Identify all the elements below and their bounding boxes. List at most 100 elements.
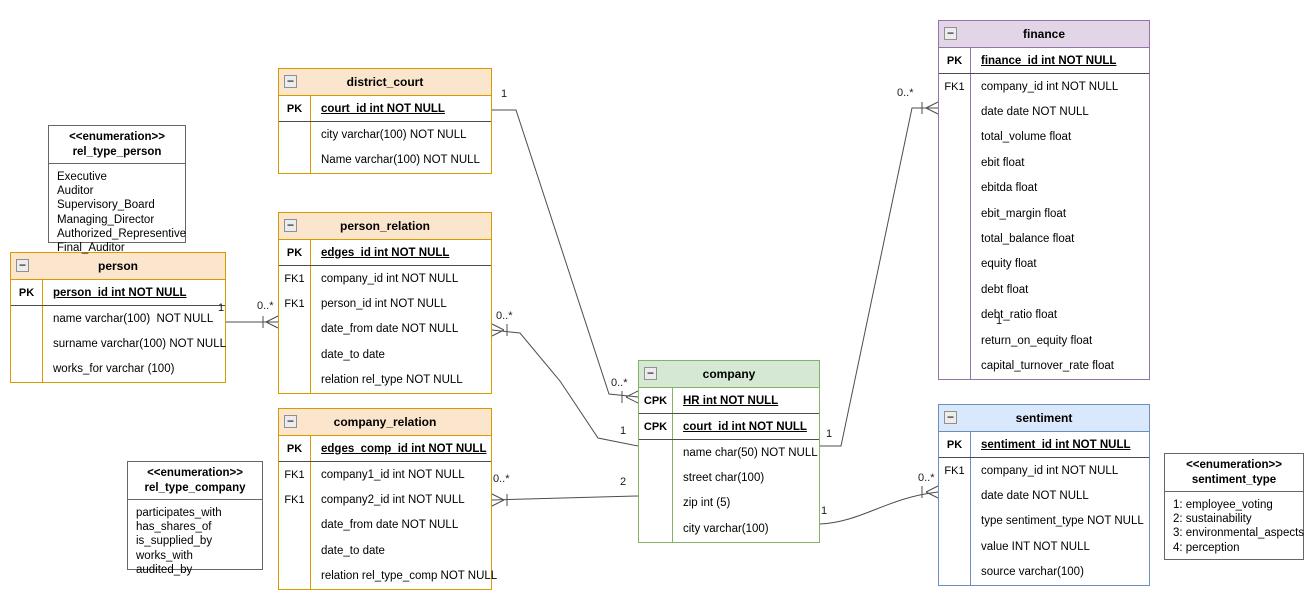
collapse-icon[interactable]: − — [644, 367, 657, 380]
enum-item: 4: perception — [1173, 541, 1240, 554]
key-badge-empty — [939, 124, 971, 151]
field-text: HR int NOT NULL — [683, 394, 779, 407]
field-row-Name: Name varchar(100) NOT NULL — [279, 147, 491, 173]
enum-title-rel_type_person: rel_type_person — [72, 146, 162, 158]
key-badge-empty — [279, 512, 311, 539]
field-text: source varchar(100) — [981, 566, 1084, 579]
key-badge-empty — [939, 226, 971, 252]
key-badge-empty — [939, 277, 971, 303]
field-row-source: source varchar(100) — [939, 559, 1149, 585]
field-row-return_on_equity: return_on_equity float — [939, 327, 1149, 354]
field-text: person_id int NOT NULL — [321, 298, 447, 311]
field-text: name varchar(100) NOT NULL — [53, 312, 214, 325]
enum-item: audited_by — [136, 563, 193, 576]
enum-stereotype: <<enumeration>> — [69, 131, 165, 143]
collapse-icon[interactable]: − — [944, 27, 957, 40]
field-row-date_to: date_to date — [279, 538, 491, 564]
collapse-icon[interactable]: − — [284, 415, 297, 428]
collapse-icon[interactable]: − — [16, 259, 29, 272]
key-badge-empty — [939, 508, 971, 535]
key-badge-empty — [279, 563, 311, 589]
field-text: total_volume float — [981, 131, 1072, 144]
key-badge-fk1: FK1 — [279, 462, 311, 488]
key-badge-empty — [939, 353, 971, 379]
key-badge-fk1: FK1 — [279, 266, 311, 292]
field-row-person_id: FK1 person_id int NOT NULL — [279, 291, 491, 317]
field-text: total_balance float — [981, 233, 1075, 246]
field-row-equity: equity float — [939, 251, 1149, 278]
enum-item: 2: sustainability — [1173, 513, 1252, 526]
key-badge-empty — [939, 175, 971, 201]
field-row-street: street char(100) — [639, 465, 819, 491]
key-badge-empty — [939, 302, 971, 328]
field-text: date date NOT NULL — [981, 106, 1089, 119]
field-text: court_id int NOT NULL — [321, 102, 445, 115]
enum-item: Final_Auditor — [57, 242, 125, 255]
key-badge-empty — [11, 306, 43, 332]
entity-title-person_relation: person_relation — [339, 219, 431, 233]
field-row-works_for: works_for varchar (100) — [11, 356, 225, 383]
enum-stereotype: <<enumeration>> — [1186, 459, 1282, 471]
crowfoot-company-sentiment — [921, 485, 939, 499]
key-badge-pk: PK — [939, 48, 971, 73]
key-badge-empty — [939, 150, 971, 176]
entity-title-finance: finance — [1022, 27, 1065, 41]
collapse-icon[interactable]: − — [944, 411, 957, 424]
collapse-icon[interactable]: − — [284, 219, 297, 232]
field-row-name: name varchar(100) NOT NULL — [11, 306, 225, 332]
enum-item: 3: environmental_aspects — [1173, 527, 1305, 540]
collapse-icon[interactable]: − — [284, 75, 297, 88]
key-badge-empty — [279, 367, 311, 393]
key-badge-pk: PK — [279, 240, 311, 265]
field-text: court_id int NOT NULL — [683, 420, 807, 433]
field-row-zip: zip int (5) — [639, 490, 819, 517]
key-badge-empty — [639, 516, 673, 542]
key-badge-pk: PK — [279, 96, 311, 121]
field-row-city: city varchar(100) — [639, 516, 819, 542]
field-text: date_from date NOT NULL — [321, 323, 459, 336]
cardinality-label: 1 — [218, 302, 225, 314]
key-badge-empty — [279, 538, 311, 564]
field-row-date_from: date_from date NOT NULL — [279, 316, 491, 343]
field-row-relation: relation rel_type_comp NOT NULL — [279, 563, 497, 589]
cardinality-label: 1 — [996, 315, 1003, 327]
key-badge-empty — [639, 465, 673, 491]
key-badge-fk1: FK1 — [279, 291, 311, 317]
enum-title-sentiment_type: sentiment_type — [1191, 474, 1277, 486]
enum-item: works_with — [136, 549, 193, 562]
field-text: city varchar(100) NOT NULL — [321, 128, 467, 141]
field-text: date_from date NOT NULL — [321, 519, 459, 532]
field-row-surname: surname varchar(100) NOT NULL — [11, 331, 226, 357]
entity-title-company: company — [702, 367, 756, 381]
key-badge-cpk: CPK — [639, 414, 673, 439]
enum-stereotype: <<enumeration>> — [147, 467, 243, 479]
field-text: date_to date — [321, 544, 385, 557]
cardinality-label: 0..* — [493, 473, 510, 485]
key-badge-pk: PK — [11, 280, 43, 305]
key-badge-empty — [11, 331, 43, 357]
field-text: relation rel_type_comp NOT NULL — [321, 570, 498, 583]
field-row-capital_turnover_rate: capital_turnover_rate float — [939, 353, 1149, 379]
key-badge-empty — [939, 559, 971, 585]
cardinality-label: 0..* — [897, 87, 914, 99]
crowfoot-district_court-company — [621, 390, 639, 404]
cardinality-label: 1 — [620, 425, 627, 437]
entity-header-person: −person — [11, 253, 225, 280]
entity-header-sentiment: −sentiment — [939, 405, 1149, 432]
field-text: ebitda float — [981, 182, 1038, 195]
field-text: company2_id int NOT NULL — [321, 494, 465, 507]
field-row-date: date date NOT NULL — [939, 99, 1149, 125]
entity-header-company_relation: −company_relation — [279, 409, 491, 436]
